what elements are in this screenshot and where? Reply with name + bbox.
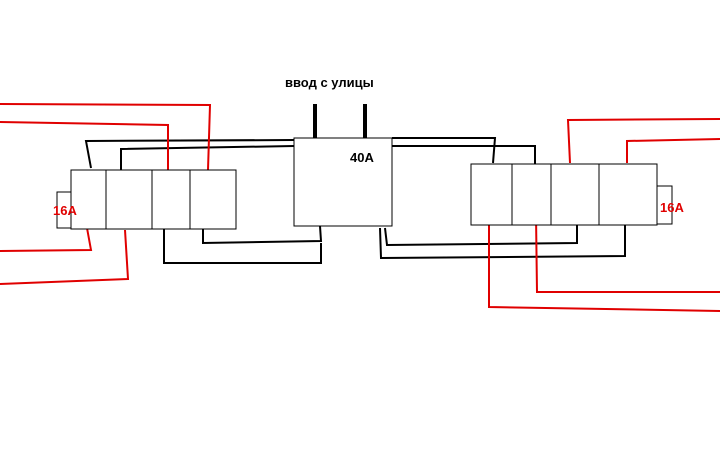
main-breaker: 40A — [293, 137, 393, 227]
main-breaker-body — [293, 137, 393, 227]
black-wire-left-top-inner — [120, 145, 295, 170]
right-group-end-cap — [656, 185, 673, 225]
black-wire-left-top-outer — [84, 139, 295, 169]
right-group-body — [470, 163, 658, 226]
left-group-rating-label: 16A — [53, 203, 77, 218]
red-wire-left-top-outer — [0, 103, 212, 171]
black-wire-right-bottom-inner — [384, 225, 578, 247]
red-wire-right-bottom-outer — [488, 224, 720, 312]
left-group-body — [70, 169, 237, 230]
red-wire-left-bottom-inner — [0, 227, 93, 252]
red-wire-left-top-inner — [0, 121, 169, 170]
red-wire-right-top-inner — [626, 138, 720, 163]
street-input-label: ввод с улицы — [285, 75, 374, 90]
main-breaker-label: 40A — [350, 150, 374, 165]
black-wire-left-bottom-outer — [163, 228, 322, 264]
right-breaker-group — [470, 163, 673, 226]
black-wire-right-bottom-outer — [379, 225, 626, 260]
red-wire-right-top-outer — [566, 118, 720, 164]
right-group-rating-label: 16A — [660, 200, 684, 215]
black-wires — [84, 104, 626, 264]
left-breaker-group — [56, 169, 237, 230]
black-wire-right-top-outer — [392, 137, 497, 164]
red-wire-right-bottom-inner — [535, 214, 720, 293]
red-wire-left-bottom-outer — [0, 229, 130, 285]
red-wires — [0, 103, 720, 312]
black-wire-left-bottom-inner — [202, 225, 323, 245]
black-wire-right-top-inner — [392, 145, 536, 164]
